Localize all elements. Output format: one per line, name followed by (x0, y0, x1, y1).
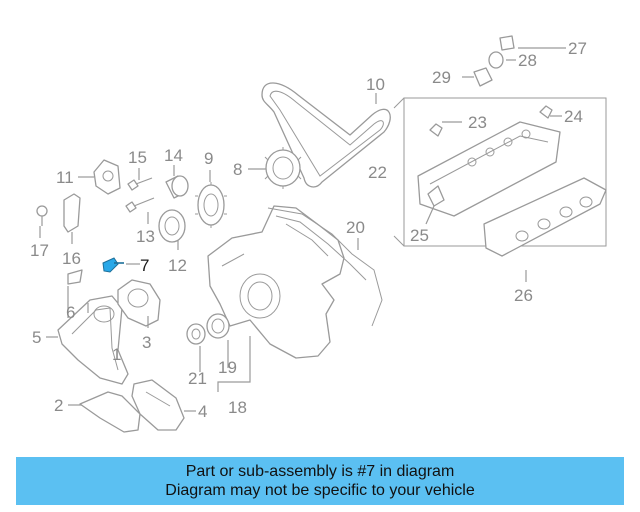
inner-timing-cover (57, 295, 129, 385)
callout-16: 16 (62, 249, 81, 268)
callout-11: 11 (56, 168, 74, 187)
engine-front-cover (207, 205, 345, 359)
water-pump (117, 279, 161, 327)
callout-1: 1 (112, 345, 121, 364)
pulley (158, 209, 186, 243)
bolt-24 (539, 105, 553, 119)
callout-8: 8 (233, 160, 242, 179)
callout-22: 22 (368, 163, 387, 182)
callout-9: 9 (204, 149, 213, 168)
callout-4: 4 (198, 402, 207, 421)
callout-25: 25 (410, 226, 429, 245)
callout-15: 15 (128, 148, 147, 167)
callout-29: 29 (432, 68, 451, 87)
callout-5: 5 (32, 328, 41, 347)
parts-diagram: 1 2 3 4 5 6 7 8 9 10 11 12 13 14 15 16 1… (30, 35, 607, 433)
callout-27: 27 (568, 39, 587, 58)
callout-20: 20 (346, 218, 365, 237)
seal-19 (206, 313, 230, 339)
callout-13: 13 (136, 227, 155, 246)
callout-3: 3 (142, 333, 151, 352)
callout-labels: 1 2 3 4 5 6 7 8 9 10 11 12 13 14 15 16 1… (30, 39, 587, 421)
gasket (267, 207, 383, 327)
callout-18: 18 (228, 398, 247, 417)
callout-7: 7 (140, 256, 149, 275)
valve-cover-box (393, 97, 607, 247)
part-7-highlighted[interactable] (102, 257, 124, 273)
bolt-15 (127, 177, 153, 191)
callout-14: 14 (164, 146, 183, 165)
callout-24: 24 (564, 107, 583, 126)
seal-28 (488, 51, 504, 69)
bolt-13 (125, 197, 155, 213)
banner-line-2: Diagram may not be specific to your vehi… (165, 482, 475, 499)
banner-line-1: Part or sub-assembly is #7 in diagram (185, 463, 455, 480)
callout-6: 6 (66, 303, 75, 322)
leader-lines (39, 47, 566, 412)
lower-timing-cover (79, 391, 141, 433)
crankshaft-sprocket (195, 182, 227, 228)
sensor-29 (473, 67, 493, 87)
bolt-17 (36, 205, 48, 226)
callout-23: 23 (468, 113, 487, 132)
seal-21 (186, 323, 206, 345)
sensor-27 (499, 35, 515, 51)
callout-19: 19 (218, 358, 237, 377)
callout-28: 28 (518, 51, 537, 70)
callout-17: 17 (30, 241, 49, 260)
callout-2: 2 (54, 396, 63, 415)
valve-cover-gasket (483, 177, 607, 257)
timing-belt (261, 82, 391, 188)
bracket-25 (427, 185, 445, 207)
valve-cover (417, 121, 561, 217)
callout-26: 26 (514, 286, 533, 305)
camshaft-sprocket (264, 147, 302, 189)
guide-rail (63, 193, 81, 233)
callout-10: 10 (366, 75, 385, 94)
bolt-23 (429, 123, 443, 137)
callout-12: 12 (168, 256, 187, 275)
bracket (67, 269, 83, 285)
info-banner: Part or sub-assembly is #7 in diagram Di… (16, 457, 624, 505)
timing-cover-lower-right (131, 379, 185, 431)
idler-roller (165, 175, 189, 199)
callout-21: 21 (188, 369, 207, 388)
tensioner (93, 159, 121, 195)
